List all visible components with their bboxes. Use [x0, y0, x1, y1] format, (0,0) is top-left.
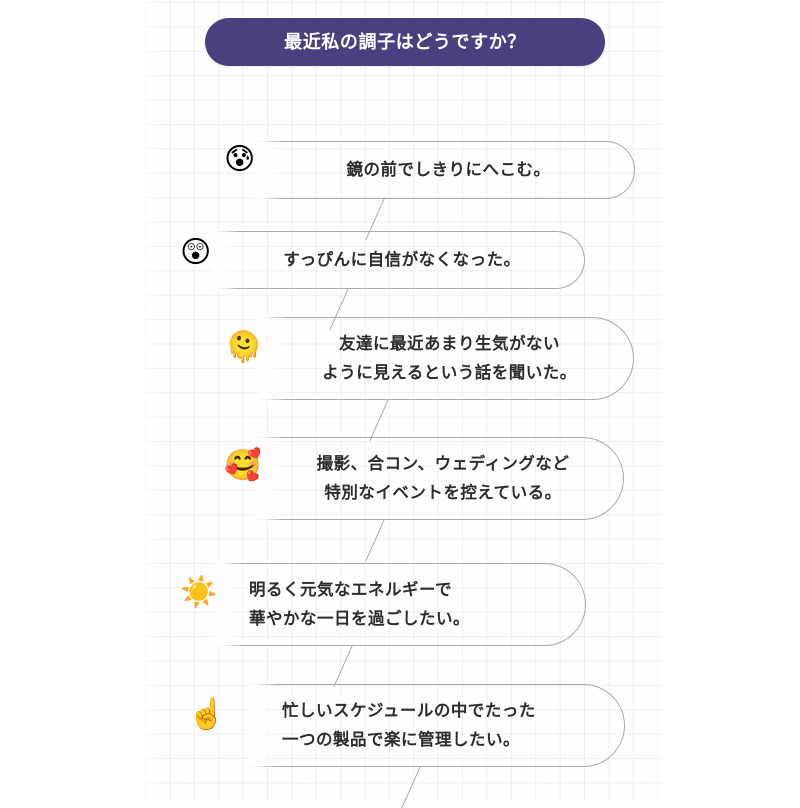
speech-bubble: 友達に最近あまり生気がない ように見えるという話を聞いた。: [257, 316, 634, 401]
smiling-face-with-hearts-emoji: 🥰: [224, 448, 262, 483]
header-pill: 最近私の調子はどうですか？: [205, 18, 605, 66]
speech-bubble: すっぴんに自信がなくなった。: [211, 230, 585, 290]
speech-bubble: 明るく元気なエネルギーで 華やかな一日を過ごしたい。: [214, 562, 586, 647]
page-title: 最近私の調子はどうですか？: [284, 32, 526, 52]
speech-bubble: 忙しいスケジュールの中でたった 一つの製品で楽に管理したい。: [247, 683, 625, 768]
grid-paper-background: [145, 0, 666, 800]
melting-face-emoji: 🫠: [225, 330, 263, 365]
speech-bubble-text: 撮影、合コン、ウェディングなど 特別なイベントを控えている。: [316, 455, 570, 502]
sun-emoji: ☀️: [180, 575, 218, 610]
astonished-face-emoji: 😲: [180, 235, 212, 270]
speech-bubble-text: 明るく元気なエネルギーで 華やかな一日を過ごしたい。: [249, 581, 470, 628]
anxious-face-with-sweat-emoji: 😰: [224, 142, 256, 177]
speech-bubble: 鏡の前でしきりにへこむ。: [254, 140, 635, 200]
speech-bubble-text: 友達に最近あまり生気がない ように見えるという話を聞いた。: [322, 335, 577, 382]
speech-bubble-text: 鏡の前でしきりにへこむ。: [346, 160, 551, 179]
index-pointing-up-emoji: ☝️: [188, 697, 226, 732]
speech-bubble-text: すっぴんに自信がなくなった。: [283, 250, 521, 269]
speech-bubble: 撮影、合コン、ウェディングなど 特別なイベントを控えている。: [254, 436, 624, 521]
speech-bubble-text: 忙しいスケジュールの中でたった 一つの製品で楽に管理したい。: [282, 702, 536, 749]
